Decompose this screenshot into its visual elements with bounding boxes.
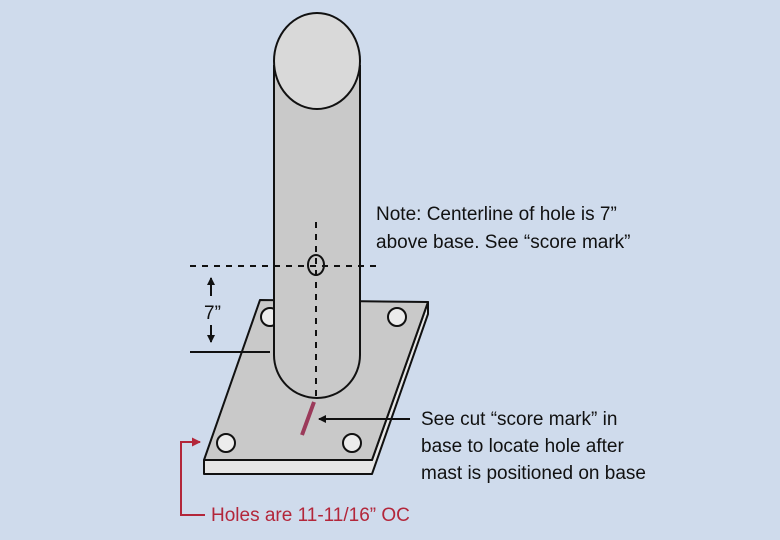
holes-callout-arrow [180, 437, 205, 516]
score-mark [300, 401, 316, 436]
score-callout-line-1: See cut “score mark” in [421, 409, 617, 430]
bolt-hole-back-right [387, 307, 407, 327]
mast-top [273, 12, 361, 110]
score-callout-line-2: base to locate hole after [421, 436, 624, 457]
note-line-2: above base. See “score mark” [376, 232, 631, 253]
holes-callout-label: Holes are 11-11/16” OC [211, 505, 410, 526]
dimension-label: 7” [204, 303, 221, 324]
bolt-hole-front-right [342, 433, 362, 453]
mast-body [273, 65, 361, 399]
bolt-hole-front-left [216, 433, 236, 453]
note-line-1: Note: Centerline of hole is 7” [376, 204, 617, 225]
score-callout-line-3: mast is positioned on base [421, 463, 646, 484]
